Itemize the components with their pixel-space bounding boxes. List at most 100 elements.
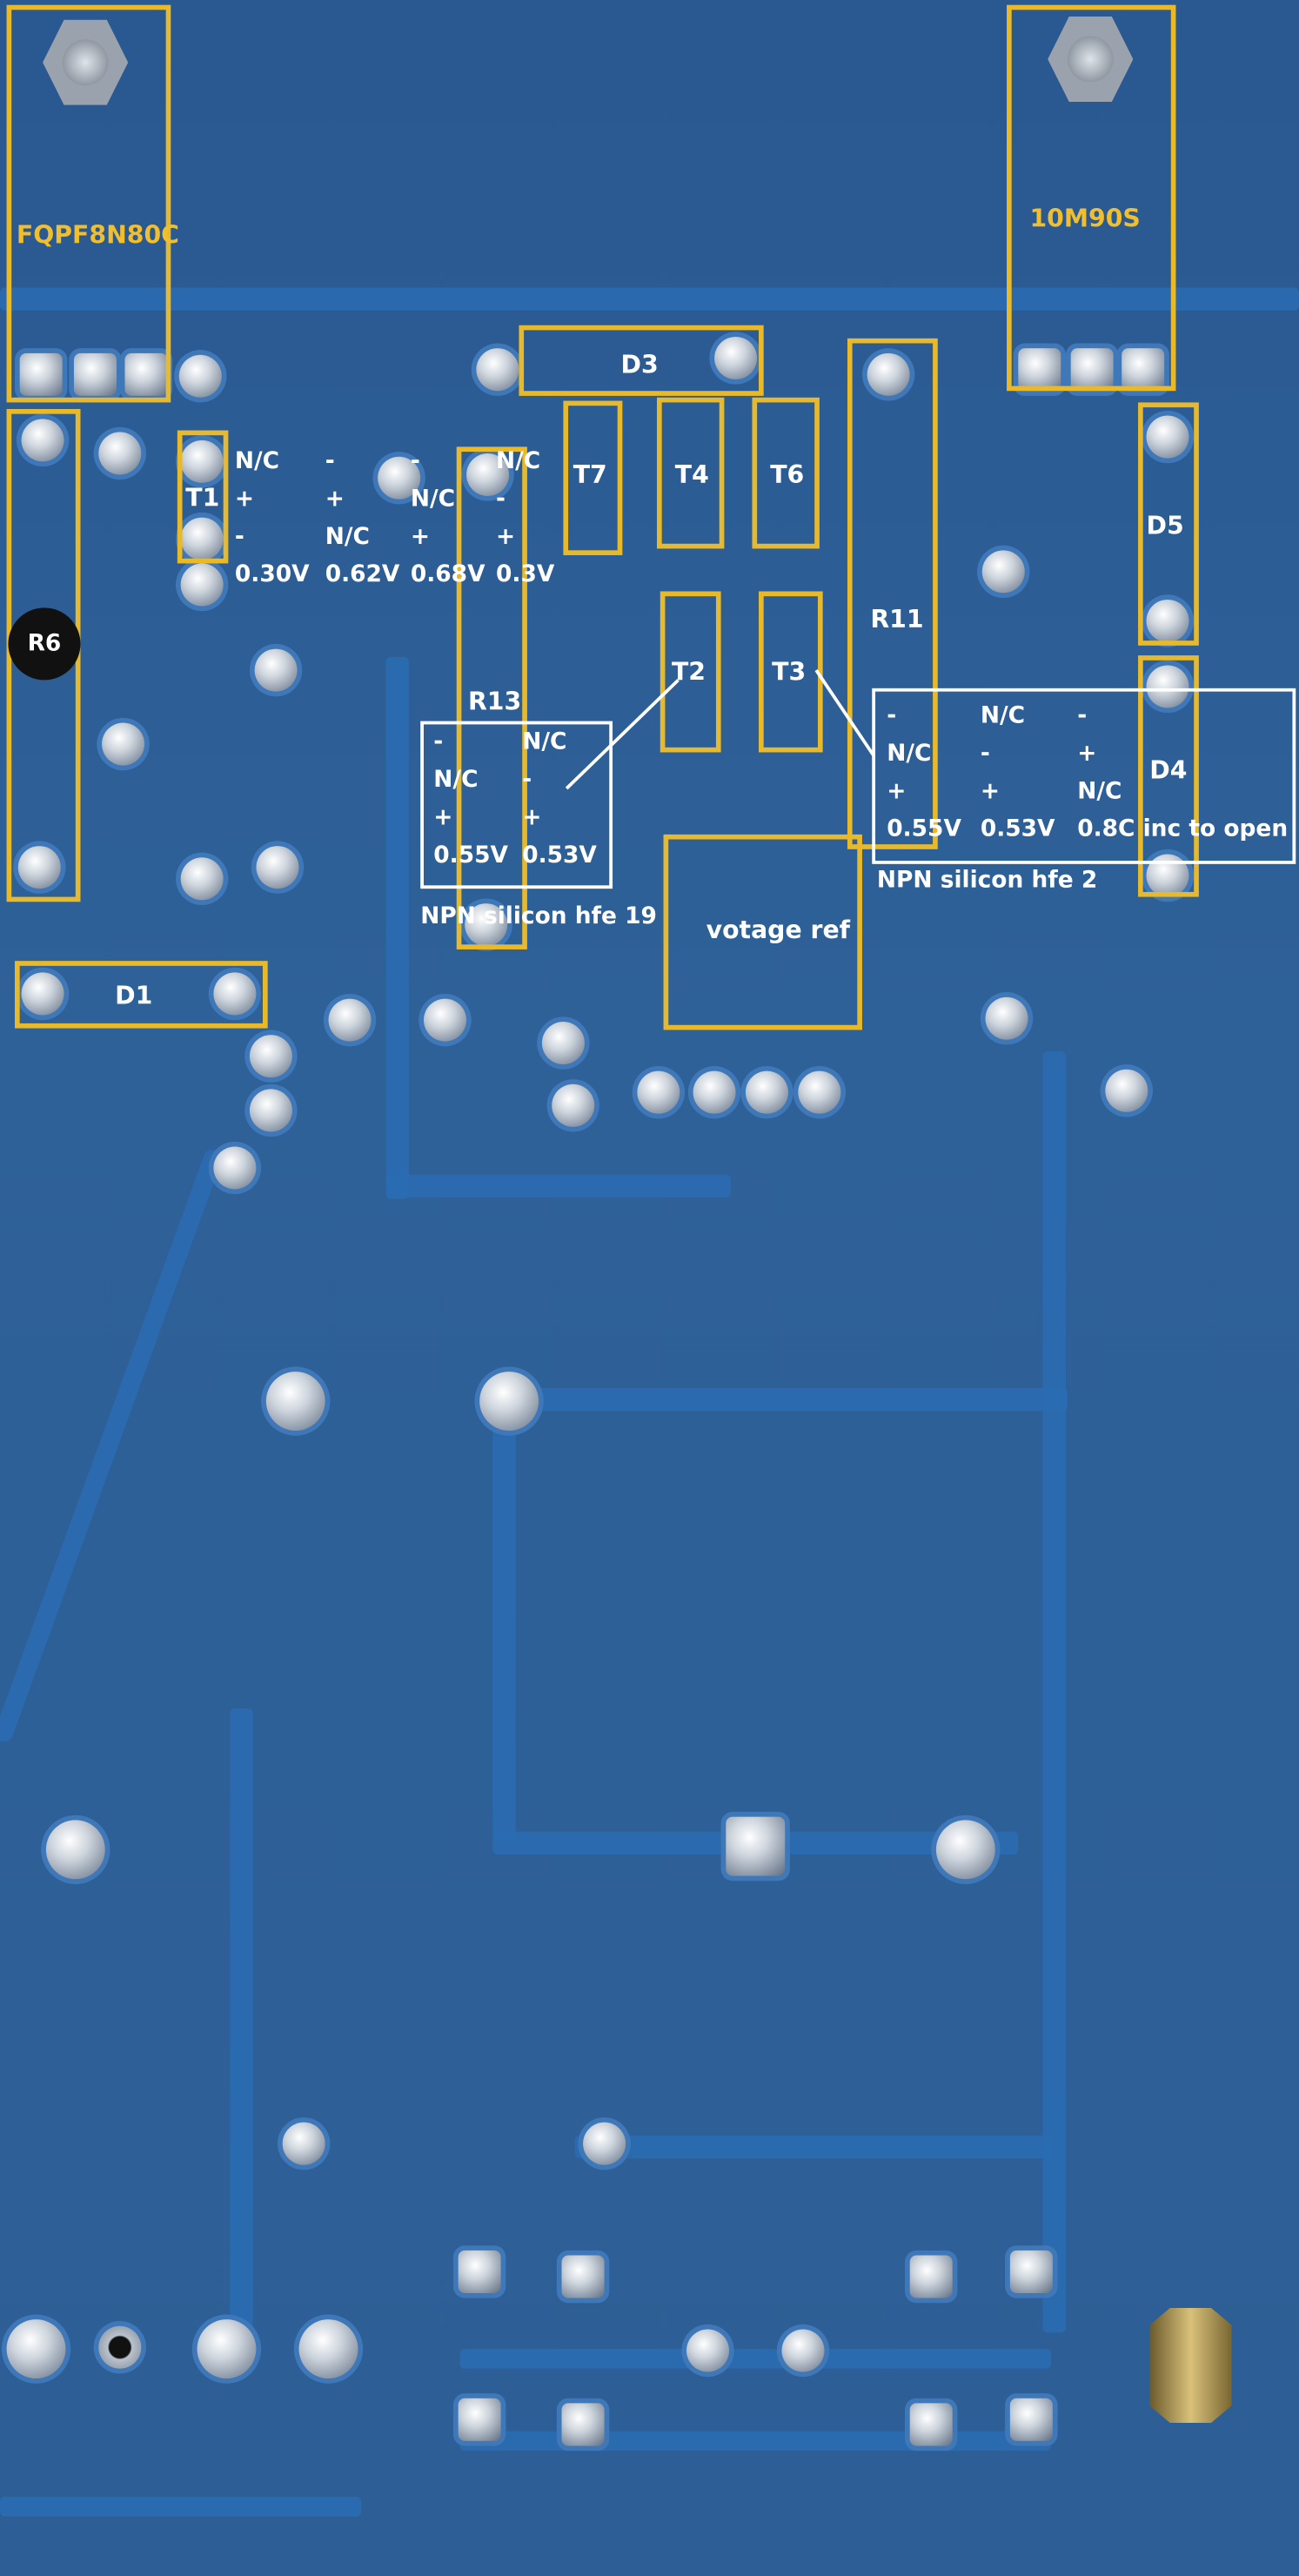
t3-reading-column: N/C - + 0.53V (981, 698, 1055, 849)
solder-pad (781, 2329, 825, 2372)
voltage-reading: 0.8C inc to open (1077, 816, 1289, 843)
pin-reading: + (410, 524, 431, 551)
solder-pad (561, 2403, 605, 2446)
solder-pad (1009, 2250, 1053, 2293)
label-t7: T7 (572, 460, 607, 490)
voltage-reading: 0.53V (522, 842, 597, 869)
solder-pad (1146, 415, 1189, 459)
pin-reading: + (234, 486, 255, 513)
solder-pad (197, 2319, 257, 2379)
brass-standoff (1149, 2307, 1232, 2424)
pin-reading: - (234, 524, 244, 551)
solder-pad (6, 2319, 66, 2379)
solder-pad (17, 846, 61, 889)
solder-pad (45, 1820, 105, 1880)
pin-reading: + (522, 804, 542, 832)
solder-pad (867, 352, 910, 396)
t3-annotation-box (872, 688, 1296, 864)
voltage-reading: 0.62V (325, 561, 400, 588)
solder-pad (1018, 348, 1061, 392)
callout-line-t3 (814, 669, 875, 757)
solder-pad (73, 352, 117, 396)
pin-reading: - (410, 448, 420, 475)
solder-pad (909, 2403, 953, 2446)
solder-pad (180, 857, 224, 901)
component-box-d5 (1138, 402, 1199, 646)
solder-pad (213, 1146, 257, 1190)
t1-reading-column: - N/C + 0.68V (411, 444, 485, 595)
solder-pad (541, 1022, 585, 1065)
label-10m90s: 10M90S (1029, 204, 1141, 234)
component-box-t7 (563, 400, 623, 555)
pcb-trace (230, 1708, 253, 2365)
label-d1: D1 (115, 980, 153, 1010)
component-box-t6 (752, 397, 820, 549)
pin-reading: - (1077, 702, 1088, 730)
solder-pad (935, 1820, 995, 1880)
pin-reading: N/C (522, 729, 567, 756)
solder-pad (552, 1083, 595, 1127)
t3-note: NPN silicon hfe 2 (876, 867, 1098, 894)
component-box-fqpf8n80c (6, 4, 171, 403)
solder-pad (19, 352, 63, 396)
pin-reading: + (980, 778, 1000, 805)
component-box-d4 (1138, 655, 1199, 897)
pin-reading: + (496, 524, 516, 551)
solder-pad (328, 998, 372, 1042)
component-box-t3 (759, 591, 823, 753)
label-r11: R11 (870, 604, 924, 634)
voltage-reading: 0.55V (887, 816, 961, 843)
component-box-t2 (660, 591, 721, 753)
component-box-r11 (847, 338, 938, 849)
component-box-t4 (657, 397, 725, 549)
solder-pad (249, 1035, 292, 1078)
pin-reading: - (980, 741, 990, 768)
pcb-trace (459, 2431, 1051, 2452)
pcb-trace (0, 2497, 362, 2517)
pcb-trace (492, 1412, 516, 1840)
voltage-reading: 0.55V (433, 842, 508, 869)
pcb-trace (459, 2349, 1051, 2369)
solder-pad (265, 1372, 325, 1432)
pin-reading: N/C (325, 524, 370, 551)
t2-annotation-box (420, 721, 613, 889)
solder-pad (378, 456, 421, 500)
pin-reading: - (433, 729, 444, 756)
solder-pad (909, 2255, 953, 2298)
voltage-reading: 0.3V (496, 561, 555, 588)
solder-pad (479, 1372, 539, 1432)
solder-pad (985, 996, 1028, 1040)
solder-pad (981, 550, 1025, 594)
label-r13: R13 (467, 686, 522, 716)
voltage-reading: 0.30V (234, 561, 310, 588)
solder-pad (458, 2398, 501, 2441)
solder-pad (102, 722, 145, 766)
solder-pad (213, 972, 257, 1016)
label-r6: R6 (8, 607, 81, 681)
pin-reading: N/C (433, 767, 479, 794)
pcb-trace (385, 1174, 731, 1197)
pin-reading: + (433, 804, 453, 832)
solder-pad (798, 1070, 841, 1114)
t3-reading-column: - N/C + 0.55V (887, 698, 961, 849)
component-box-10m90s (1007, 4, 1176, 392)
solder-pad (298, 2319, 358, 2379)
label-d3: D3 (620, 350, 659, 380)
pin-reading: N/C (887, 741, 932, 768)
component-box-voltage-ref (663, 834, 862, 1030)
t3-reading-column: - + N/C 0.8C inc to open (1077, 698, 1288, 849)
voltage-reading: 0.53V (980, 816, 1055, 843)
pcb-trace (0, 287, 1299, 311)
component-box-r13 (456, 446, 527, 949)
t2-reading-column: N/C - + 0.53V (522, 724, 597, 875)
solder-pad (1105, 1069, 1148, 1112)
t1-reading-column: - + N/C 0.62V (325, 444, 400, 595)
solder-pad (178, 354, 222, 398)
label-fqpf8n80c: FQPF8N80C (16, 219, 179, 250)
solder-pad (180, 563, 224, 607)
label-t1: T1 (185, 482, 220, 513)
component-box-d1 (14, 961, 268, 1029)
pcb-trace (1042, 1051, 1066, 2333)
solder-pad (714, 336, 758, 380)
solder-pad (1070, 348, 1114, 392)
